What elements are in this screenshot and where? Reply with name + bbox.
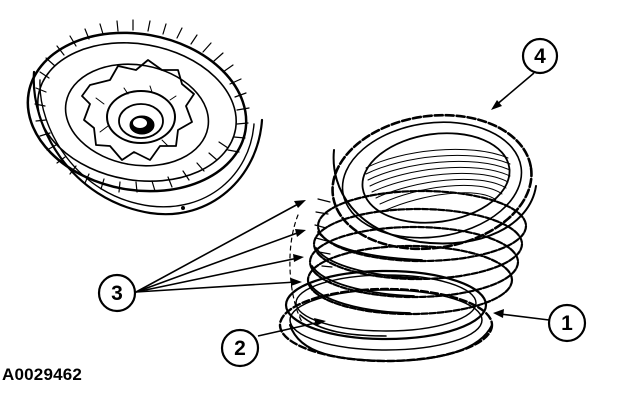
clutch-plates [289,189,528,323]
callout-1: 1 [493,303,587,343]
figure-id-label: A0029462 [2,365,83,384]
snap-ring [284,269,488,341]
clutch-pack-stack [278,113,537,363]
bottom-steel-plate [278,287,494,363]
callout-3-label: 3 [111,282,123,305]
clutch-drum [26,19,264,216]
callout-3: 3 [97,200,306,313]
callout-4: 4 [491,37,559,110]
callout-4-label: 4 [534,45,546,68]
callout-2-label: 2 [234,337,246,360]
callout-2: 2 [220,318,326,368]
pressure-plate [331,113,537,251]
callout-1-label: 1 [561,312,573,335]
